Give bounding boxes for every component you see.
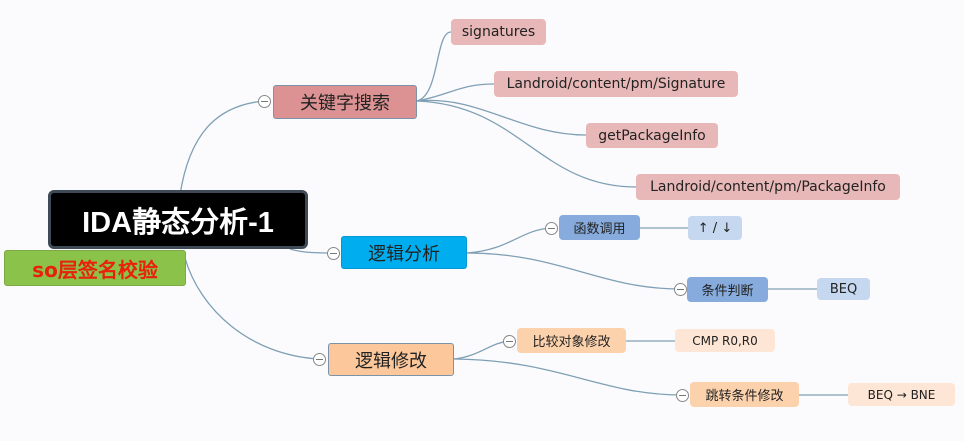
leaf-packageinfo-class[interactable]: Landroid/content/pm/PackageInfo xyxy=(636,174,900,200)
collapse-icon[interactable] xyxy=(327,247,340,260)
leaf-condition-detail[interactable]: BEQ xyxy=(817,278,870,300)
collapse-icon[interactable] xyxy=(258,95,271,108)
collapse-icon[interactable] xyxy=(545,222,558,235)
collapse-icon[interactable] xyxy=(503,335,516,348)
branch-logic-modify[interactable]: 逻辑修改 xyxy=(328,343,454,376)
leaf-compare-detail[interactable]: CMP R0,R0 xyxy=(675,329,775,352)
leaf-jump-detail[interactable]: BEQ → BNE xyxy=(848,383,955,406)
collapse-icon[interactable] xyxy=(313,353,326,366)
leaf-signatures[interactable]: signatures xyxy=(451,19,546,45)
collapse-icon[interactable] xyxy=(674,283,687,296)
node-compare-modify[interactable]: 比较对象修改 xyxy=(517,328,626,353)
node-function-call[interactable]: 函数调用 xyxy=(559,215,640,240)
leaf-function-call-detail[interactable]: ↑ / ↓ xyxy=(688,216,742,240)
node-condition-check[interactable]: 条件判断 xyxy=(687,277,768,302)
leaf-getpackageinfo[interactable]: getPackageInfo xyxy=(586,123,718,148)
root-subtitle[interactable]: so层签名校验 xyxy=(4,250,186,286)
leaf-signature-class[interactable]: Landroid/content/pm/Signature xyxy=(494,71,738,97)
collapse-icon[interactable] xyxy=(676,389,689,402)
node-jump-modify[interactable]: 跳转条件修改 xyxy=(690,382,799,407)
root-topic[interactable]: IDA静态分析-1 xyxy=(48,190,308,249)
branch-keyword-search[interactable]: 关键字搜索 xyxy=(273,85,417,119)
branch-logic-analysis[interactable]: 逻辑分析 xyxy=(341,236,467,269)
